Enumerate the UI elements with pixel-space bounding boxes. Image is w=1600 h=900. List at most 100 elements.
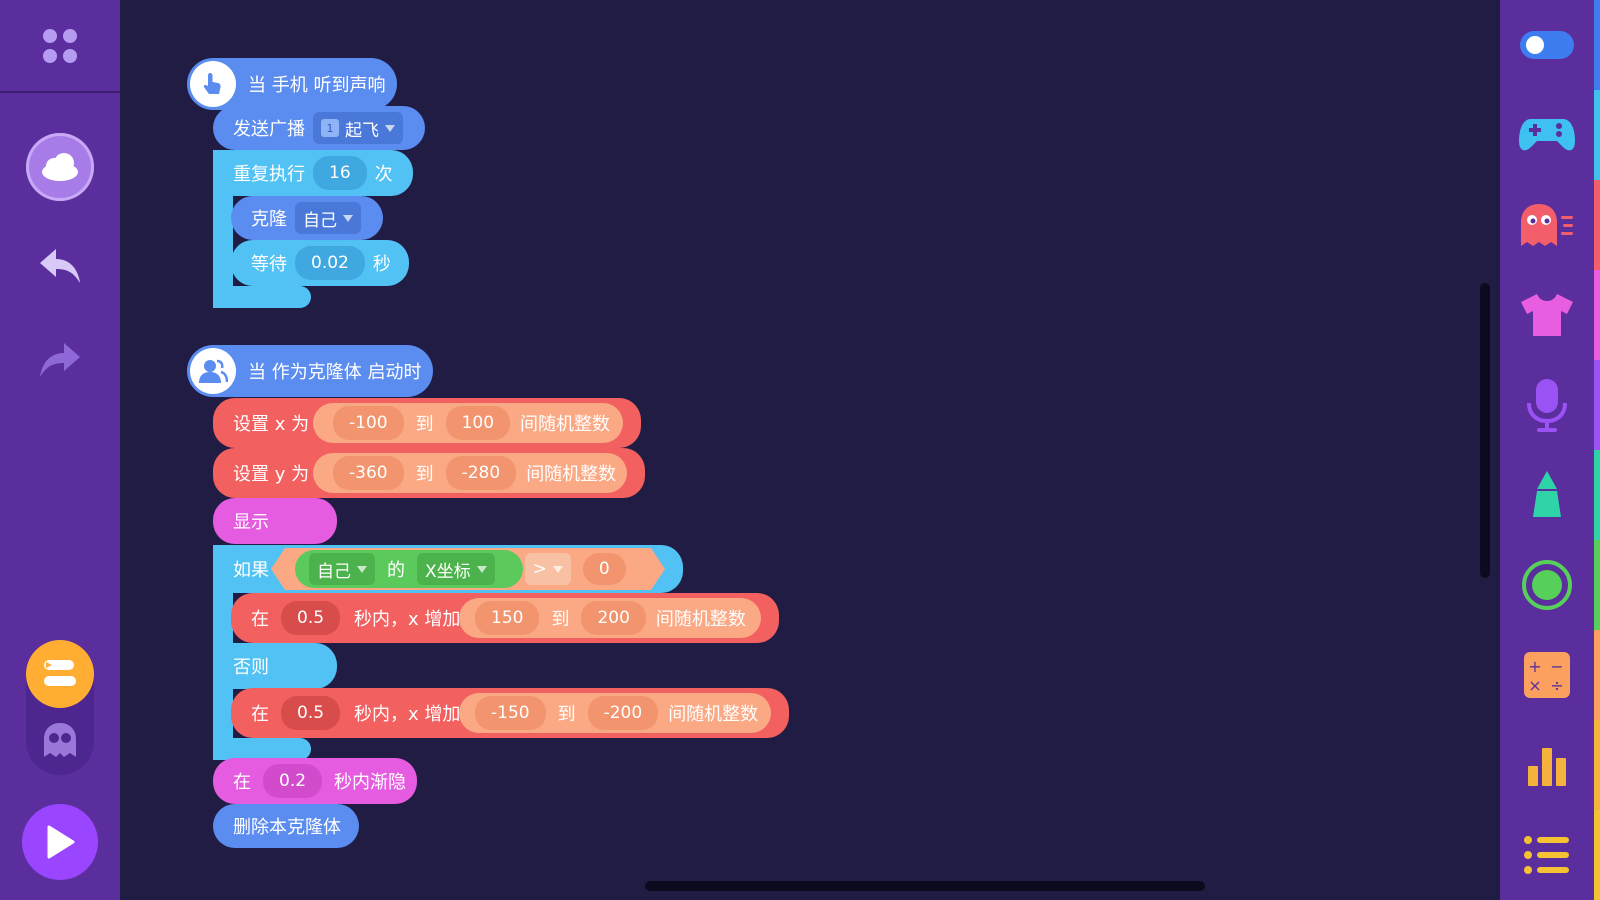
broadcast-label: 发送广播 [233,119,305,140]
else-block[interactable]: 否则 [213,643,337,689]
circle-target-icon[interactable] [1500,540,1594,630]
category-color-strip [1594,0,1600,900]
clone-target-dropdown[interactable]: 自己 [295,202,361,234]
glide-seconds-input[interactable]: 0.5 [281,601,341,635]
svg-text:−: − [1550,657,1563,676]
repeat-label: 重复执行 [233,164,305,185]
fade-seconds-input[interactable]: 0.2 [263,764,323,798]
svg-text:÷: ÷ [1550,676,1563,695]
fade-out-block[interactable]: 在 0.2 秒内渐隐 [213,758,417,804]
if-label: 如果 [233,560,269,581]
calculator-icon[interactable]: +−× ÷ [1500,630,1594,720]
operator-value: > [532,559,547,579]
glide-mid-label: 秒内，x 增加 [354,704,461,725]
random-from-input[interactable]: -100 [333,406,404,440]
when-started-as-clone-hat[interactable]: 当 作为克隆体 启动时 [187,345,433,397]
sprite-ghost-icon[interactable] [38,718,82,762]
to-label: 到 [551,609,570,630]
apps-menu-area [0,0,120,93]
set-y-block[interactable]: 设置 y 为 -360 到 -280 间随机整数 [213,448,645,498]
chevron-down-icon [552,565,563,573]
to-label: 到 [415,414,434,435]
random-suffix: 间随机整数 [520,414,611,435]
undo-icon[interactable] [36,244,84,288]
list-icon[interactable] [1500,810,1594,900]
if-block[interactable]: 如果 自己 的 X坐标 > 0 [213,545,683,593]
clone-value: 自己 [303,210,337,231]
costume-shirt-icon[interactable] [1500,270,1594,360]
touch-icon [190,61,236,107]
to-label: 到 [415,464,434,485]
property-value: X坐标 [425,561,471,582]
toggle-icon[interactable] [1500,0,1594,90]
cloud-icon[interactable] [26,133,94,201]
random-to-input[interactable]: 200 [581,601,646,635]
glide-seconds-input[interactable]: 0.5 [281,696,341,730]
play-icon[interactable] [22,804,98,880]
broadcast-value: 起飞 [345,120,379,141]
glide-mid-label: 秒内，x 增加 [354,609,461,630]
wait-label: 等待 [251,254,287,275]
gamepad-icon[interactable] [1500,90,1594,180]
random-to-input[interactable]: -200 [587,696,659,730]
repeat-footer [213,286,311,308]
random-to-input[interactable]: 100 [445,406,511,440]
microphone-icon[interactable] [1500,360,1594,450]
else-label: 否则 [233,657,269,678]
horizontal-scrollbar[interactable] [645,881,1205,891]
glide-label: 在 [251,609,269,630]
random-to-input[interactable]: -280 [445,456,517,490]
wait-seconds-input[interactable]: 0.02 [295,246,365,280]
set-y-label: 设置 y 为 [233,464,310,485]
operator-dropdown[interactable]: > [524,553,571,585]
redo-icon[interactable] [36,338,84,382]
random-range-content: 150 到 200 间随机整数 [475,601,746,635]
random-range-content: -150 到 -200 间随机整数 [475,696,758,730]
ghost-character-icon[interactable] [1500,180,1594,270]
random-from-input[interactable]: -150 [475,696,546,730]
pen-icon[interactable] [1500,450,1594,540]
repeat-count-input[interactable]: 16 [313,156,367,190]
broadcast-message-dropdown[interactable]: 1 起飞 [313,112,403,144]
show-block[interactable]: 显示 [213,498,337,544]
chevron-down-icon [357,565,367,573]
sprite-dropdown[interactable]: 自己 [309,553,375,585]
wait-block[interactable]: 等待 0.02 秒 [231,240,409,286]
clone-block[interactable]: 克隆 自己 [231,196,383,240]
random-range-content: -100 到 100 间随机整数 [333,406,610,440]
message-tag: 1 [321,119,339,137]
show-label: 显示 [233,512,269,533]
when-phone-hears-sound-hat[interactable]: 当 手机 听到声响 [187,58,397,110]
vertical-scrollbar[interactable] [1480,283,1490,578]
delete-clone-block[interactable]: 删除本克隆体 [213,804,359,848]
wait-unit: 秒 [372,254,391,275]
to-label: 到 [557,704,576,725]
fade-suffix: 秒内渐隐 [334,772,407,793]
property-dropdown[interactable]: X坐标 [417,553,495,585]
compare-value-input[interactable]: 0 [582,553,626,585]
svg-text:+: + [1528,657,1541,676]
svg-text:×: × [1528,676,1541,695]
delete-clone-label: 删除本克隆体 [233,817,341,838]
script-icon[interactable] [26,640,94,708]
right-category-sidebar: +−× ÷ [1500,0,1594,900]
of-label: 的 [387,560,405,581]
clone-label: 克隆 [251,209,287,230]
glide-x-block-1[interactable]: 在 0.5 秒内，x 增加 150 到 200 间随机整数 [231,593,779,643]
bar-chart-icon[interactable] [1500,720,1594,810]
random-from-input[interactable]: -360 [333,456,404,490]
set-x-block[interactable]: 设置 x 为 -100 到 100 间随机整数 [213,398,641,448]
random-from-input[interactable]: 150 [475,601,540,635]
set-x-label: 设置 x 为 [233,414,310,435]
fade-label: 在 [233,772,251,793]
repeat-unit: 次 [374,164,393,185]
apps-icon[interactable] [40,26,80,66]
glide-x-block-2[interactable]: 在 0.5 秒内，x 增加 -150 到 -200 间随机整数 [231,688,789,738]
repeat-block[interactable]: 重复执行 16 次 [213,150,413,196]
glide-label: 在 [251,704,269,725]
random-suffix: 间随机整数 [668,704,759,725]
if-else-footer [213,738,311,760]
broadcast-block[interactable]: 发送广播 1 起飞 [213,106,425,150]
condition-content: 自己 的 X坐标 > 0 [309,553,634,585]
hat-label: 当 手机 听到声响 [248,75,386,96]
